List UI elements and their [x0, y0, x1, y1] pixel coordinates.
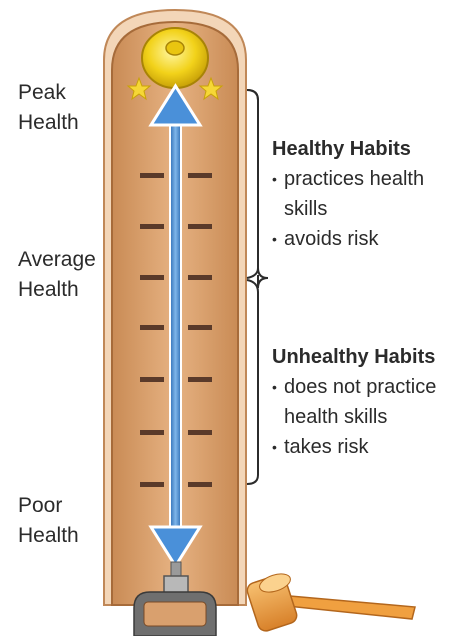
unhealthy-habits-block: Unhealthy Habits does not practice healt…	[272, 342, 436, 462]
bell-icon	[142, 28, 208, 88]
unhealthy-item-2: takes risk	[272, 432, 436, 462]
poor-health-label: Poor Health	[18, 491, 79, 551]
healthy-item-1: practices health skills	[272, 164, 424, 224]
peak-label-line2: Health	[18, 108, 79, 138]
average-label-line2: Health	[18, 275, 96, 305]
poor-label-line1: Poor	[18, 491, 79, 521]
mallet-icon	[245, 570, 415, 633]
healthy-habits-block: Healthy Habits practices health skills a…	[272, 134, 424, 254]
unhealthy-item-1-line1: does not practice	[284, 372, 436, 402]
healthy-item-2-line1: avoids risk	[284, 224, 424, 254]
healthy-habits-title: Healthy Habits	[272, 134, 424, 164]
unhealthy-item-2-line1: takes risk	[284, 432, 436, 462]
average-label-line1: Average	[18, 245, 96, 275]
poor-label-line2: Health	[18, 521, 79, 551]
peak-label-line1: Peak	[18, 78, 79, 108]
unhealthy-item-1-line2: health skills	[284, 402, 436, 432]
healthy-bracket-lines	[247, 90, 258, 278]
healthy-item-1-line2: skills	[284, 194, 424, 224]
average-health-label: Average Health	[18, 245, 96, 305]
unhealthy-bracket-lines	[247, 280, 258, 484]
peak-health-label: Peak Health	[18, 78, 79, 138]
unhealthy-item-1: does not practice health skills	[272, 372, 436, 432]
healthy-item-2: avoids risk	[272, 224, 424, 254]
healthy-item-1-line1: practices health	[284, 164, 424, 194]
unhealthy-habits-title: Unhealthy Habits	[272, 342, 436, 372]
